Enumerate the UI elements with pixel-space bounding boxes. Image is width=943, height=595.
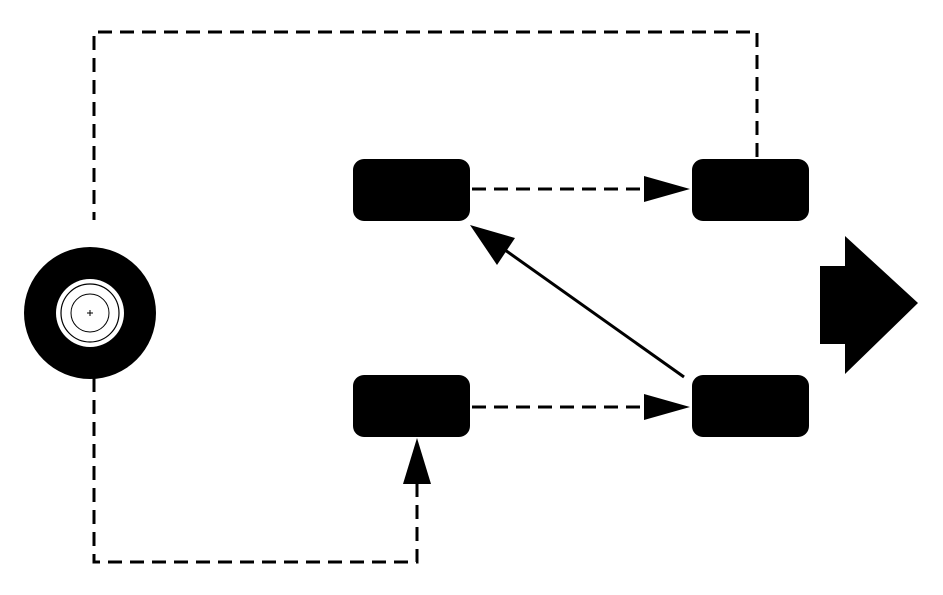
tire-icon-rear-left (353, 375, 470, 437)
move-front-right-to-spare (92, 30, 759, 220)
forward-direction-arrow-icon (820, 236, 918, 374)
arrowhead-icon (403, 438, 431, 484)
arrowhead-icon (644, 176, 690, 202)
tire-icon-front-left (353, 159, 470, 221)
spare-tire-icon (24, 247, 156, 379)
tire-icon-front-right (692, 159, 809, 221)
arrowhead-icon (470, 225, 515, 265)
move-rear-right-to-front-left (504, 248, 685, 379)
tire-icon-rear-right (692, 375, 809, 437)
move-spare-to-rear-left (92, 378, 419, 564)
arrowhead-icon (644, 394, 690, 420)
